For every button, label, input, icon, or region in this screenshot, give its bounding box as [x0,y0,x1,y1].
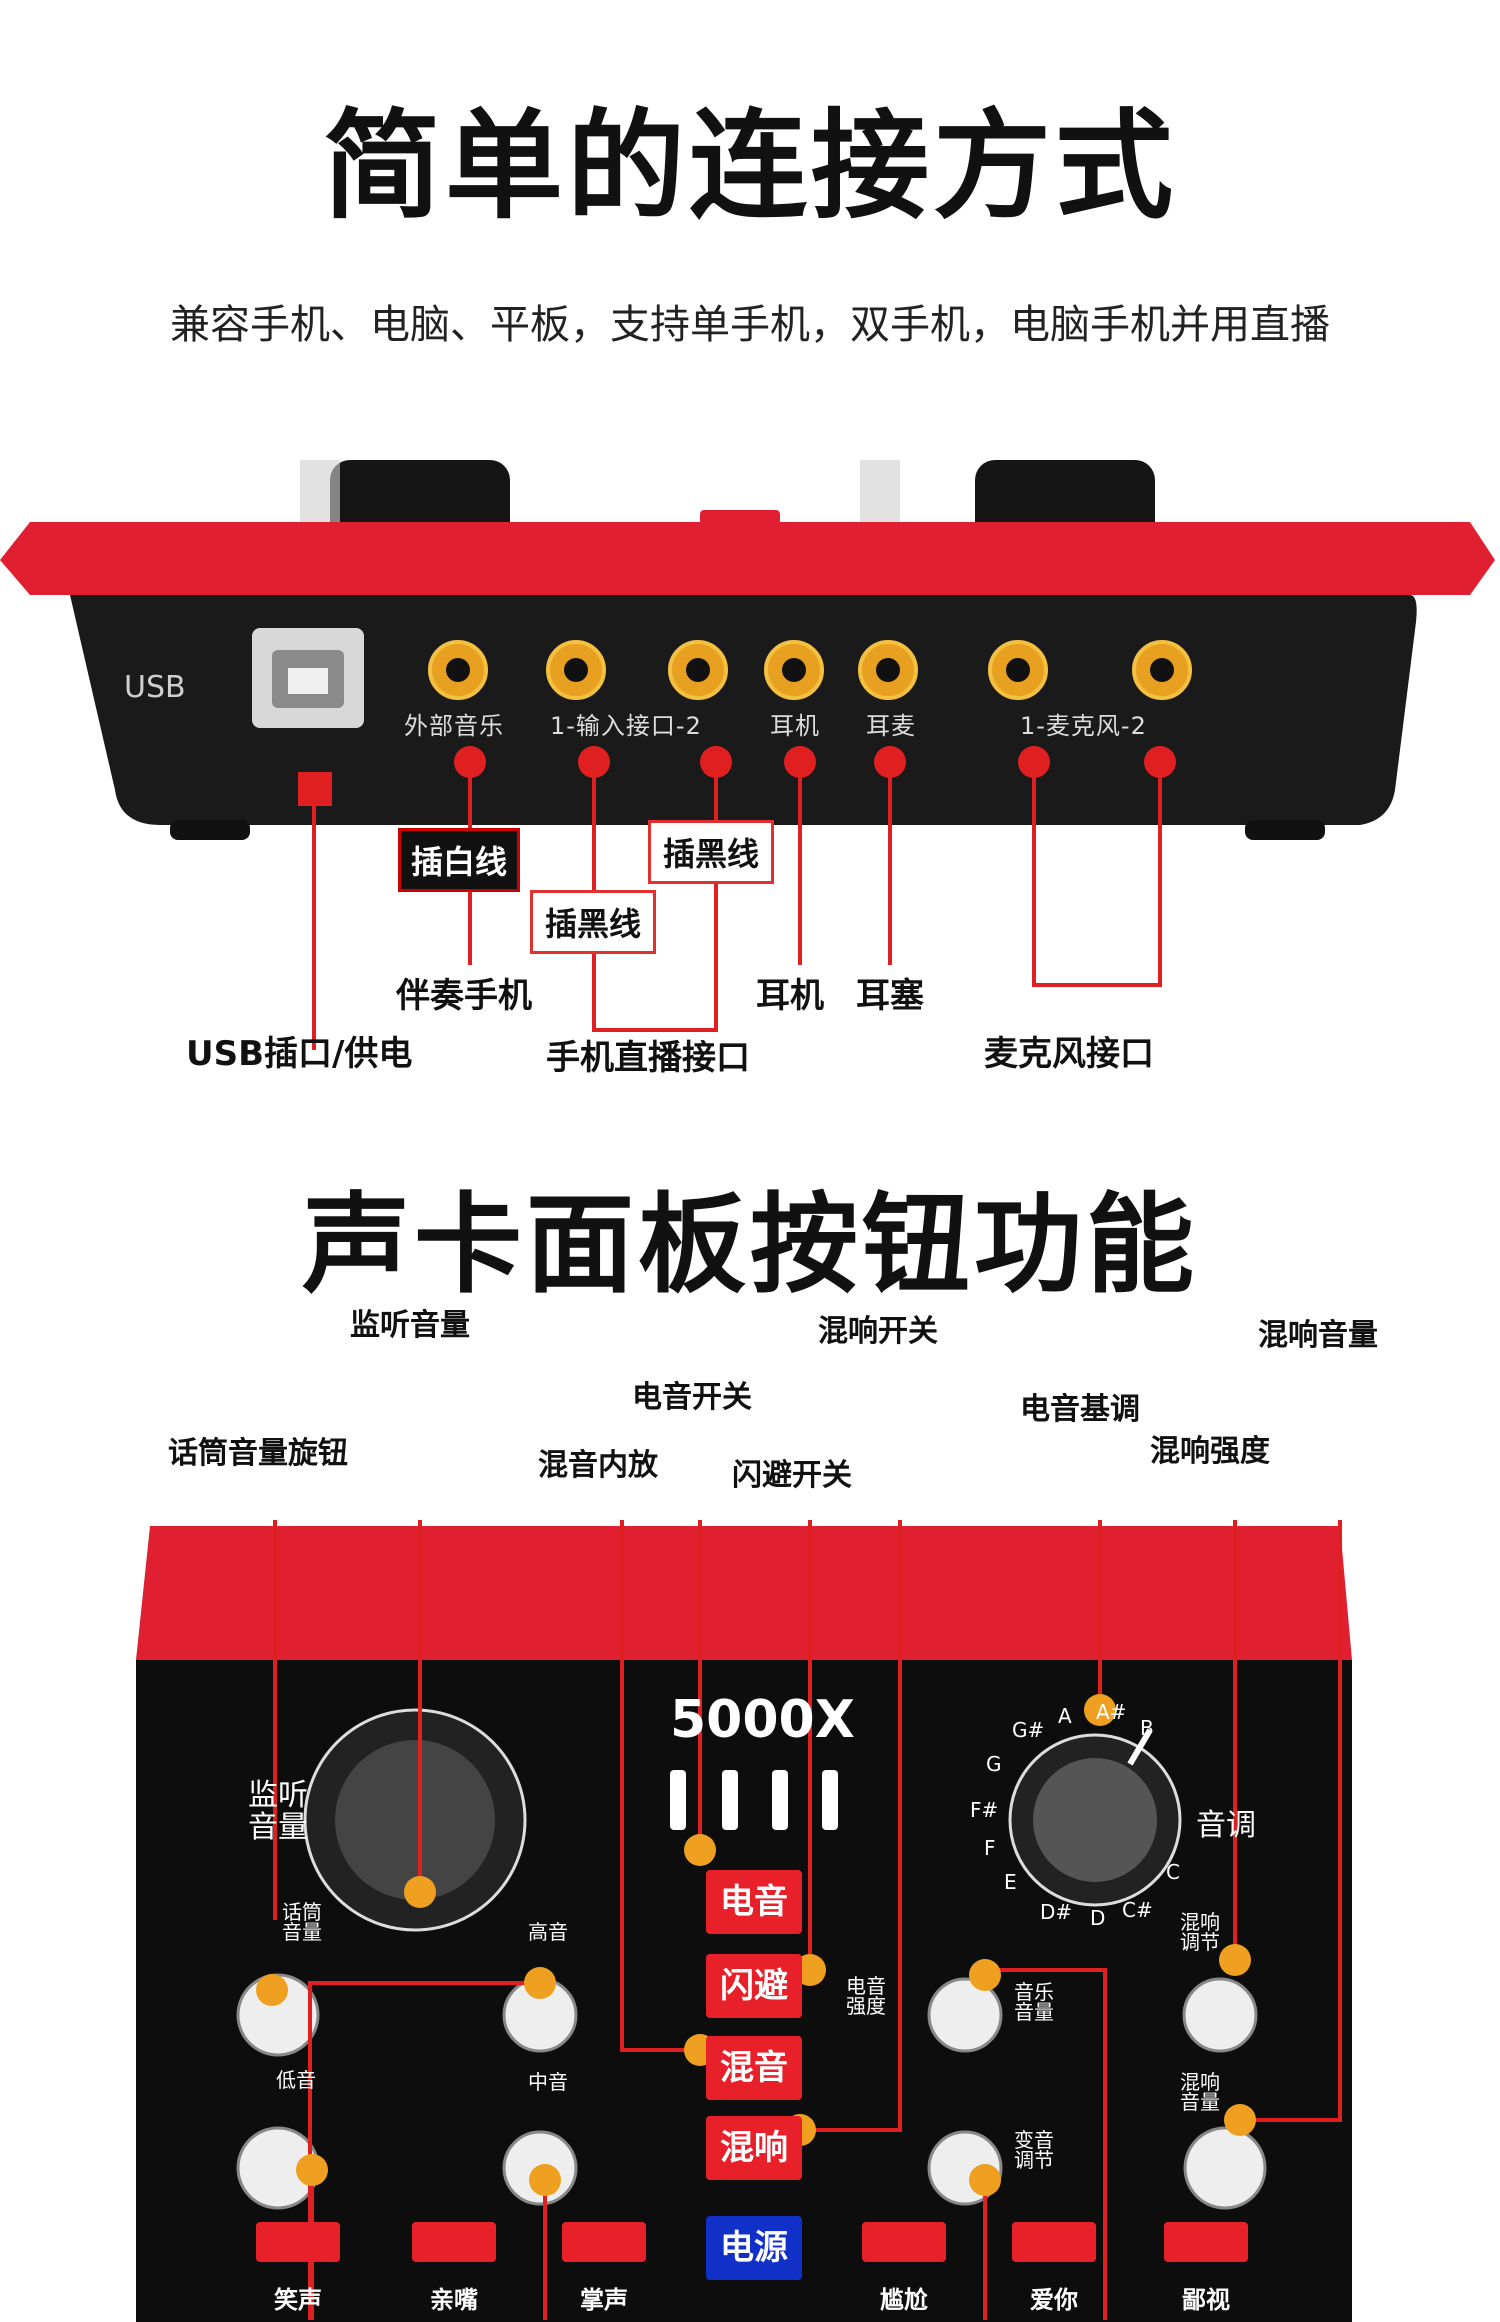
pad-label-awkward: 尴尬 [880,2286,928,2314]
callout-electro-key: 电音基调 [1020,1392,1140,1427]
key-note-d-sharp: D# [1040,1900,1073,1924]
callout-mic-port: 麦克风接口 [984,1034,1154,1074]
mix-button[interactable]: 混音 [706,2036,802,2100]
section2-title: 声卡面板按钮功能 [301,1183,1198,1308]
section1-title: 简单的连接方式 [322,97,1177,235]
mic-volume-knob-label: 话筒 音量 [282,1900,322,1944]
callout-black-cable-2: 插黑线 [530,890,657,954]
reverb-volume-knob-label: 混响 音量 [1180,2070,1220,2114]
callout-monitor-volume: 监听音量 [350,1308,470,1343]
callout-white-cable: 插白线 [398,828,521,892]
key-note-a: A [1058,1704,1072,1728]
callout-mix-internal: 混音内放 [538,1448,658,1483]
callout-black-cable-1: 插黑线 [648,820,775,884]
monitor-knob-label: 监听 音量 [248,1778,308,1845]
pad-love-you[interactable] [1012,2222,1096,2262]
key-note-c: C [1166,1860,1180,1884]
pad-awkward[interactable] [862,2222,946,2262]
reverb-adjust-knob-label: 混响 调节 [1180,1910,1220,1954]
headphone-port-label: 耳机 [770,712,820,740]
key-note-f-sharp: F# [970,1798,999,1822]
electro-button[interactable]: 电音 [706,1870,802,1934]
pad-label-laugh: 笑声 [274,2286,322,2314]
callout-reverb-switch: 混响开关 [818,1314,938,1349]
key-note-g-sharp: G# [1012,1718,1045,1742]
pad-kiss[interactable] [412,2222,496,2262]
input-ports-label: 1-输入接口-2 [550,712,702,740]
pad-label-kiss: 亲嘴 [430,2286,478,2314]
key-note-d: D [1090,1906,1106,1930]
mic-ports-label: 1-麦克风-2 [1020,712,1147,740]
usb-port-label: USB [124,670,186,705]
bass-knob-label: 低音 [276,2068,316,2092]
pad-applause[interactable] [562,2222,646,2262]
pad-label-love-you: 爱你 [1030,2286,1078,2314]
pad-label-contempt: 鄙视 [1182,2286,1230,2314]
callout-dodge-switch: 闪避开关 [732,1458,852,1493]
callout-earplug: 耳塞 [856,976,924,1016]
power-button[interactable]: 电源 [706,2216,802,2280]
pad-label-applause: 掌声 [580,2286,628,2314]
music-volume-knob-label: 音乐 音量 [1014,1980,1054,2024]
key-note-c-sharp: C# [1122,1898,1153,1922]
key-knob-label: 音调 [1196,1808,1256,1843]
callout-usb-power: USB插口/供电 [186,1034,413,1074]
key-note-f: F [984,1836,996,1860]
callout-accompany-phone: 伴奏手机 [396,976,532,1016]
voice-change-knob-label: 变音 调节 [1014,2128,1054,2172]
callout-mic-volume-knob: 话筒音量旋钮 [168,1436,348,1471]
callout-reverb-volume: 混响音量 [1258,1318,1378,1353]
model-name: 5000X [670,1690,855,1750]
connection-lines [298,746,1176,1050]
pad-contempt[interactable] [1164,2222,1248,2262]
key-note-a-sharp: A# [1096,1700,1127,1724]
key-note-e: E [1004,1870,1017,1894]
electro-strength-label: 电音 强度 [846,1974,886,2018]
external-music-port-label: 外部音乐 [404,712,504,740]
reverb-button[interactable]: 混响 [706,2116,802,2180]
sound-card-rear-illustration [0,460,1495,840]
section1-subtitle: 兼容手机、电脑、平板，支持单手机，双手机，电脑手机并用直播 [170,302,1330,348]
key-note-g: G [986,1752,1002,1776]
mid-knob-label: 中音 [528,2070,568,2094]
earpiece-port-label: 耳麦 [866,712,916,740]
callout-reverb-strength: 混响强度 [1150,1434,1270,1469]
callout-phone-live: 手机直播接口 [546,1038,750,1078]
dodge-button[interactable]: 闪避 [706,1954,802,2018]
treble-knob-label: 高音 [528,1920,568,1944]
audio-jacks [428,640,1192,700]
callout-electro-switch: 电音开关 [632,1380,752,1415]
key-note-b: B [1140,1716,1154,1740]
pad-laugh[interactable] [256,2222,340,2262]
callout-headphone: 耳机 [756,976,824,1016]
